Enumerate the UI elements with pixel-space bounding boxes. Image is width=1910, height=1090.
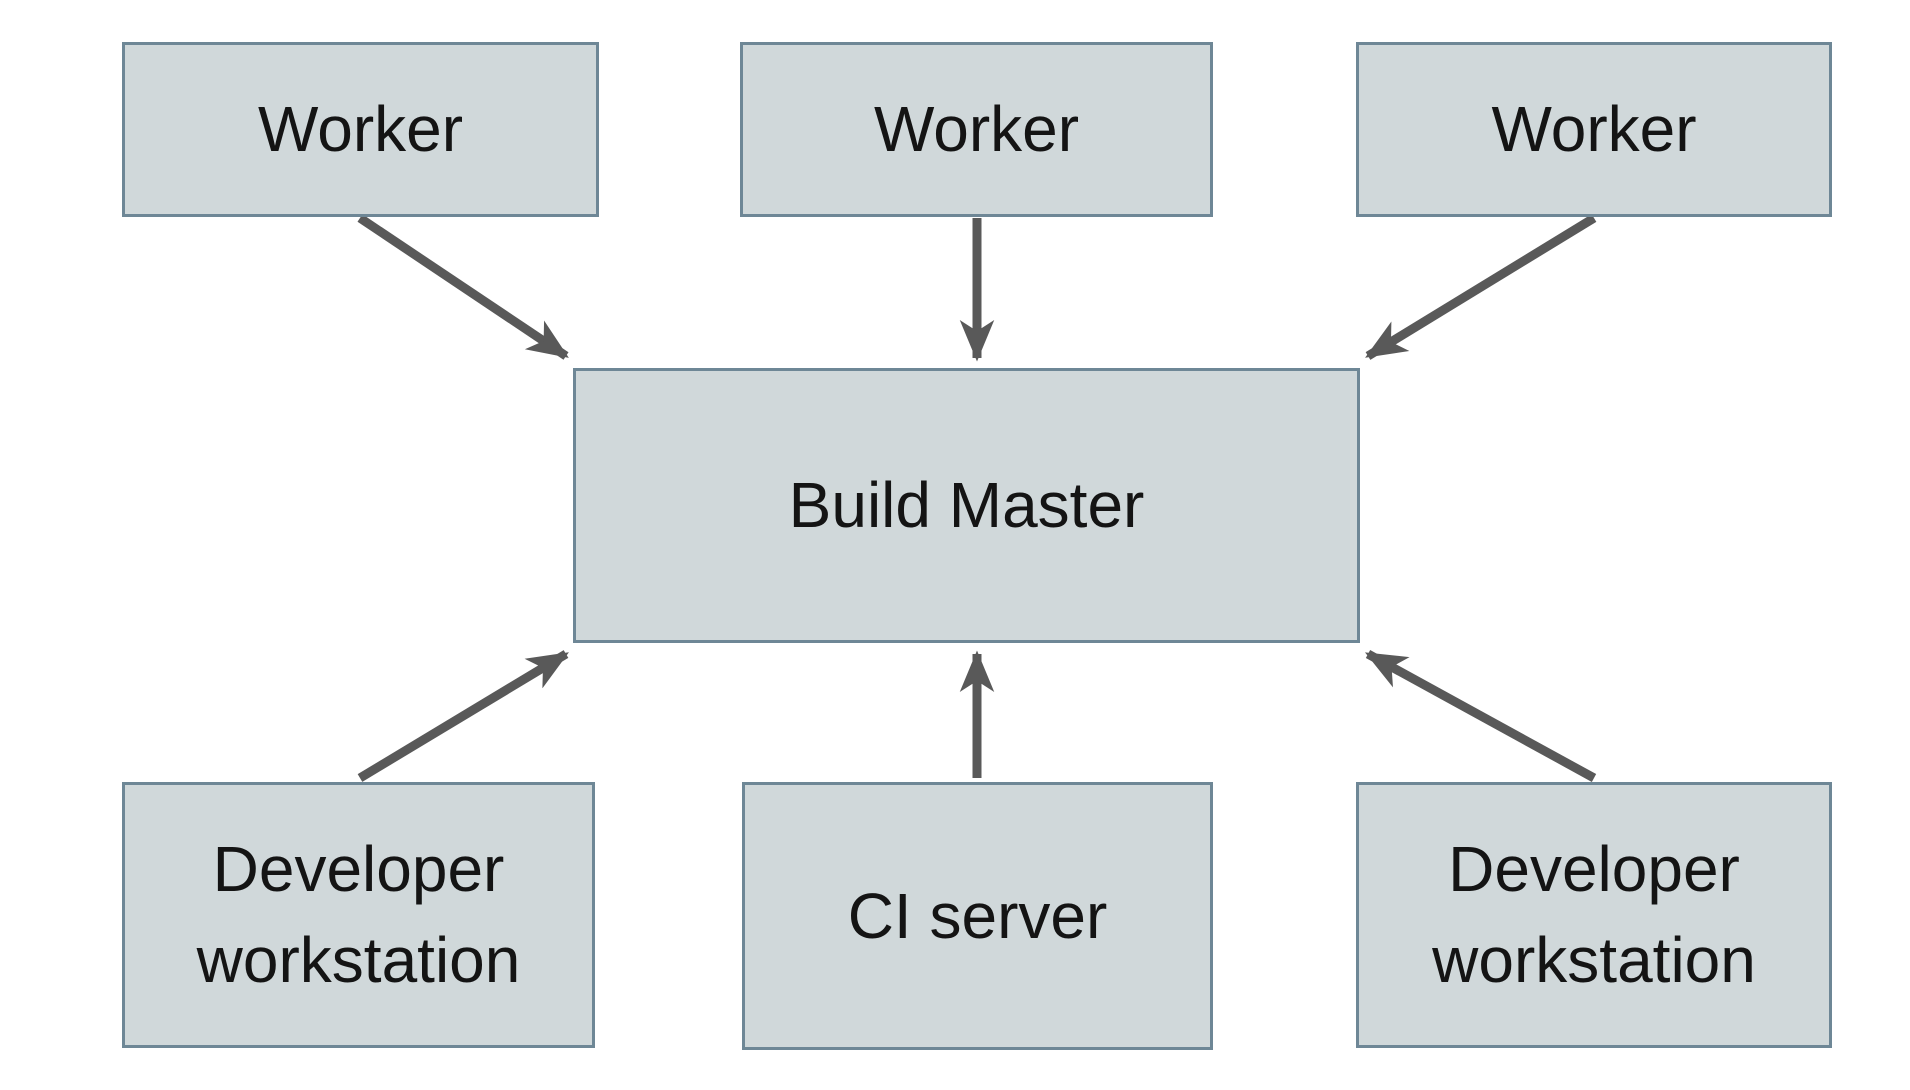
edge-devleft-to-buildmaster	[357, 650, 569, 782]
node-build-master: Build Master	[573, 368, 1360, 643]
node-developer-workstation-right-label: Developer workstation	[1432, 833, 1756, 996]
node-developer-workstation-left: Developer workstation	[122, 782, 595, 1048]
node-worker-1: Worker	[122, 42, 599, 217]
node-worker-2: Worker	[740, 42, 1213, 217]
node-build-master-label: Build Master	[788, 469, 1145, 542]
node-worker-3-label: Worker	[1491, 93, 1697, 166]
edge-devright-to-buildmaster	[1364, 650, 1597, 782]
node-developer-workstation-right: Developer workstation	[1356, 782, 1832, 1048]
edge-worker1-to-buildmaster	[357, 214, 569, 360]
edge-worker3-to-buildmaster	[1365, 214, 1597, 360]
node-developer-workstation-left-label: Developer workstation	[196, 833, 521, 996]
node-ci-server: CI server	[742, 782, 1213, 1050]
node-ci-server-label: CI server	[847, 879, 1108, 952]
node-worker-2-label: Worker	[873, 93, 1080, 166]
node-worker-3: Worker	[1356, 42, 1832, 217]
node-worker-1-label: Worker	[257, 93, 464, 166]
